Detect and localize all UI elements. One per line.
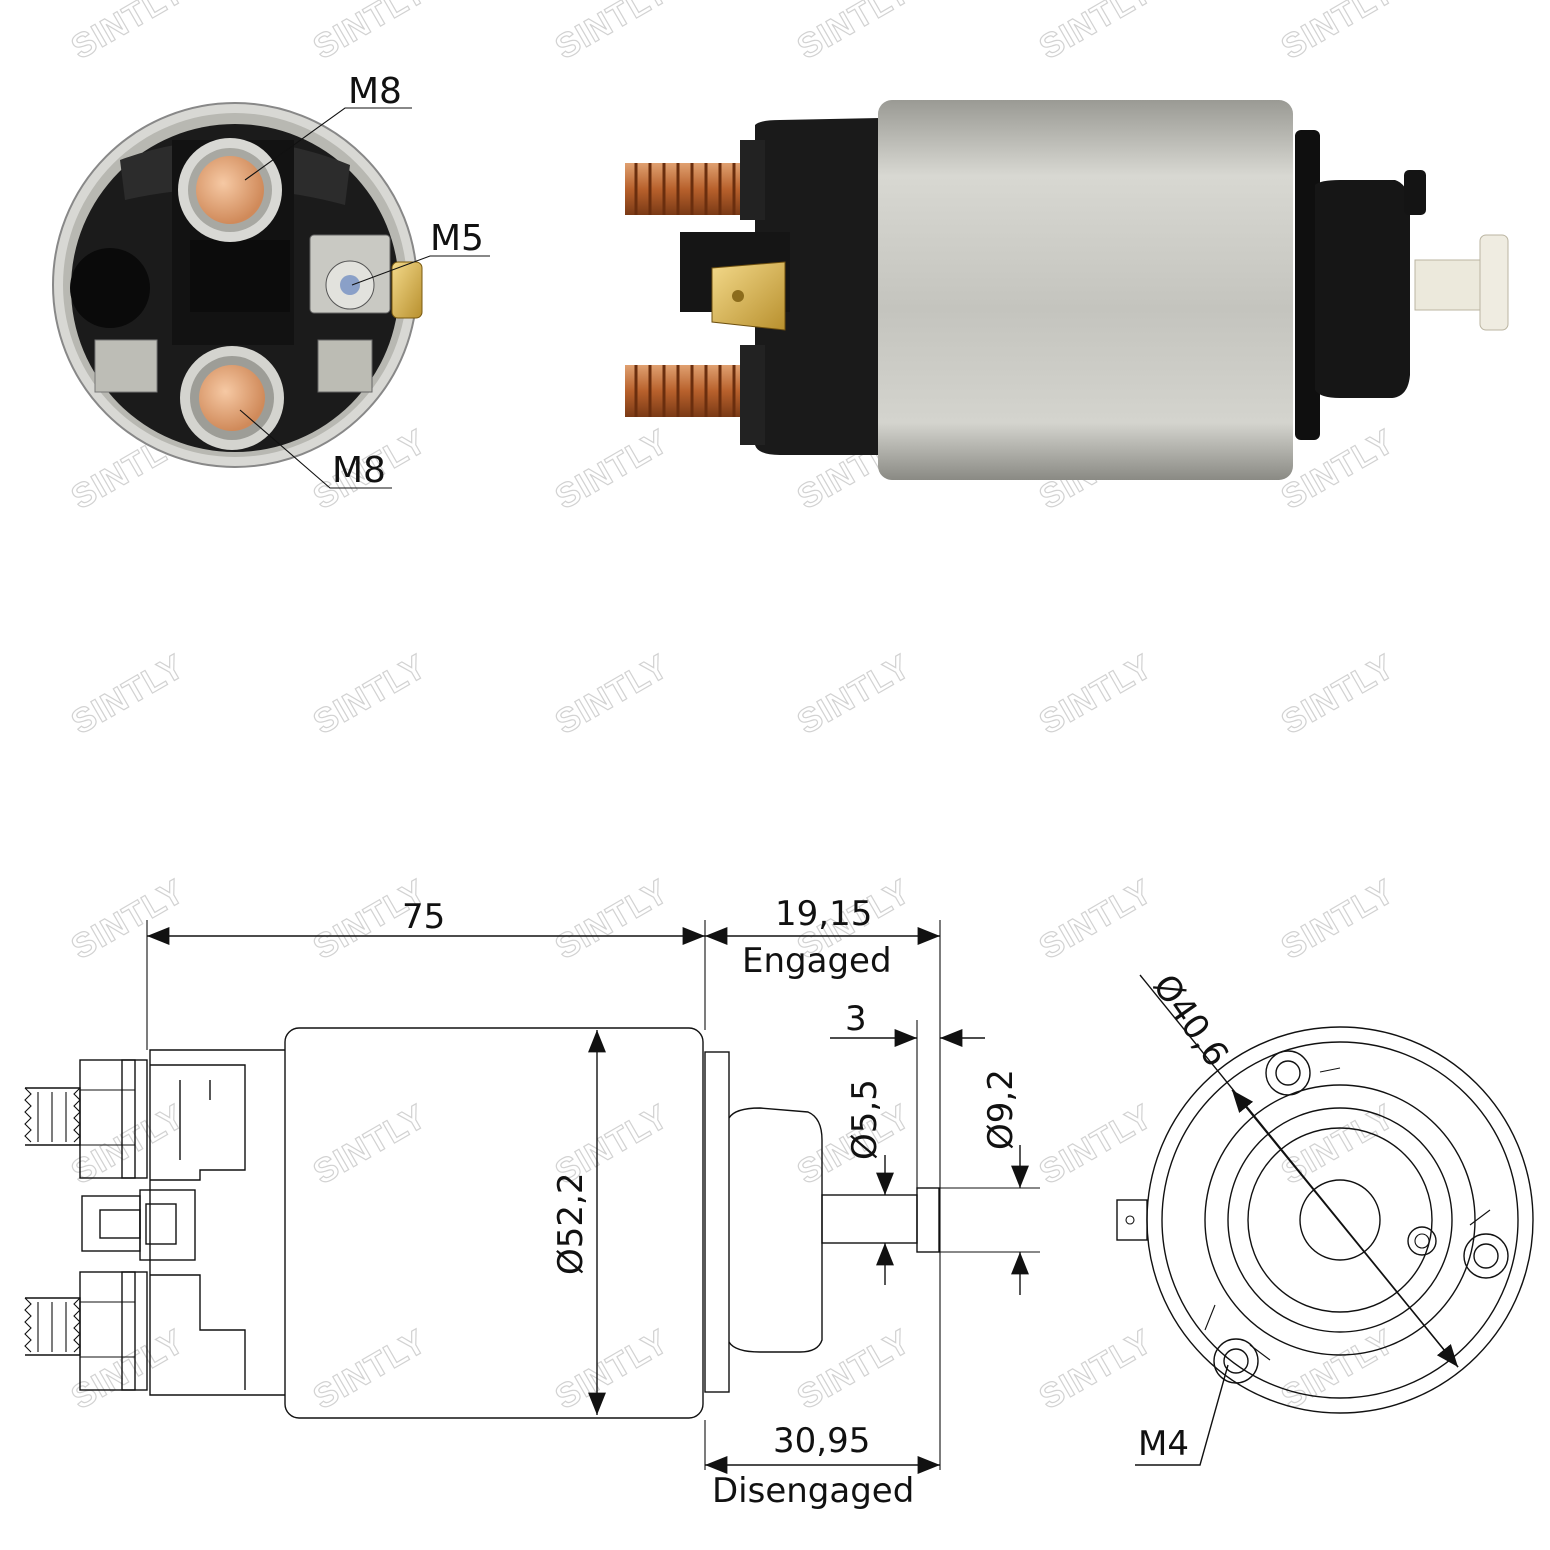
label-m8-bottom: M8	[332, 450, 386, 491]
dim-body-diameter: Ø52,2	[551, 1173, 591, 1275]
watermark-5-4: SINTLY	[1033, 1322, 1159, 1417]
watermark-0-5: SINTLY	[1275, 0, 1401, 67]
drawing-side-view: 75 19,15 Engaged 30,95 Disengaged Ø52,2	[24, 894, 1040, 1511]
watermark-0-3: SINTLY	[791, 0, 917, 67]
watermark-2-3: SINTLY	[791, 647, 917, 742]
watermark-3-0: SINTLY	[65, 872, 191, 967]
dim-head-diameter: Ø9,2	[981, 1069, 1021, 1150]
watermark-5-0: SINTLY	[65, 1322, 191, 1417]
dim-stroke-disengaged-text: Disengaged	[712, 1471, 914, 1511]
watermark-5-3: SINTLY	[791, 1322, 917, 1417]
watermark-0-2: SINTLY	[549, 0, 675, 67]
watermark-2-0: SINTLY	[65, 647, 191, 742]
watermark-2-1: SINTLY	[307, 647, 433, 742]
watermark-0-1: SINTLY	[307, 0, 433, 67]
label-m5: M5	[430, 218, 484, 259]
watermark-1-5: SINTLY	[1275, 422, 1401, 517]
label-m4: M4	[1138, 1424, 1189, 1464]
label-m8-top: M8	[348, 71, 402, 112]
photo-side-view	[625, 100, 1509, 480]
watermark-0-4: SINTLY	[1033, 0, 1159, 67]
watermark-5-2: SINTLY	[549, 1322, 675, 1417]
dim-length-75: 75	[402, 897, 445, 937]
watermark-3-5: SINTLY	[1275, 872, 1401, 967]
watermark-4-1: SINTLY	[307, 1097, 433, 1192]
watermark-1-2: SINTLY	[549, 422, 675, 517]
watermark-2-5: SINTLY	[1275, 647, 1401, 742]
dim-stroke-engaged-text: Engaged	[742, 941, 892, 981]
watermark-2-4: SINTLY	[1033, 647, 1159, 742]
dim-plunger-step: 3	[845, 999, 867, 1039]
photo-end-view: M8 M5 M8	[52, 71, 490, 491]
watermark-5-1: SINTLY	[307, 1322, 433, 1417]
dim-bolt-circle: Ø40,6	[1145, 967, 1237, 1074]
watermark-2-2: SINTLY	[549, 647, 675, 742]
dim-stroke-engaged-value: 19,15	[775, 894, 872, 934]
watermark-4-4: SINTLY	[1033, 1097, 1159, 1192]
dim-stroke-disengaged-value: 30,95	[773, 1421, 870, 1461]
watermark-3-4: SINTLY	[1033, 872, 1159, 967]
watermark-4-5: SINTLY	[1275, 1097, 1401, 1192]
watermark-3-2: SINTLY	[549, 872, 675, 967]
watermark-0-0: SINTLY	[65, 0, 191, 67]
dim-shaft-diameter: Ø5,5	[845, 1079, 885, 1160]
watermark-5-5: SINTLY	[1275, 1322, 1401, 1417]
